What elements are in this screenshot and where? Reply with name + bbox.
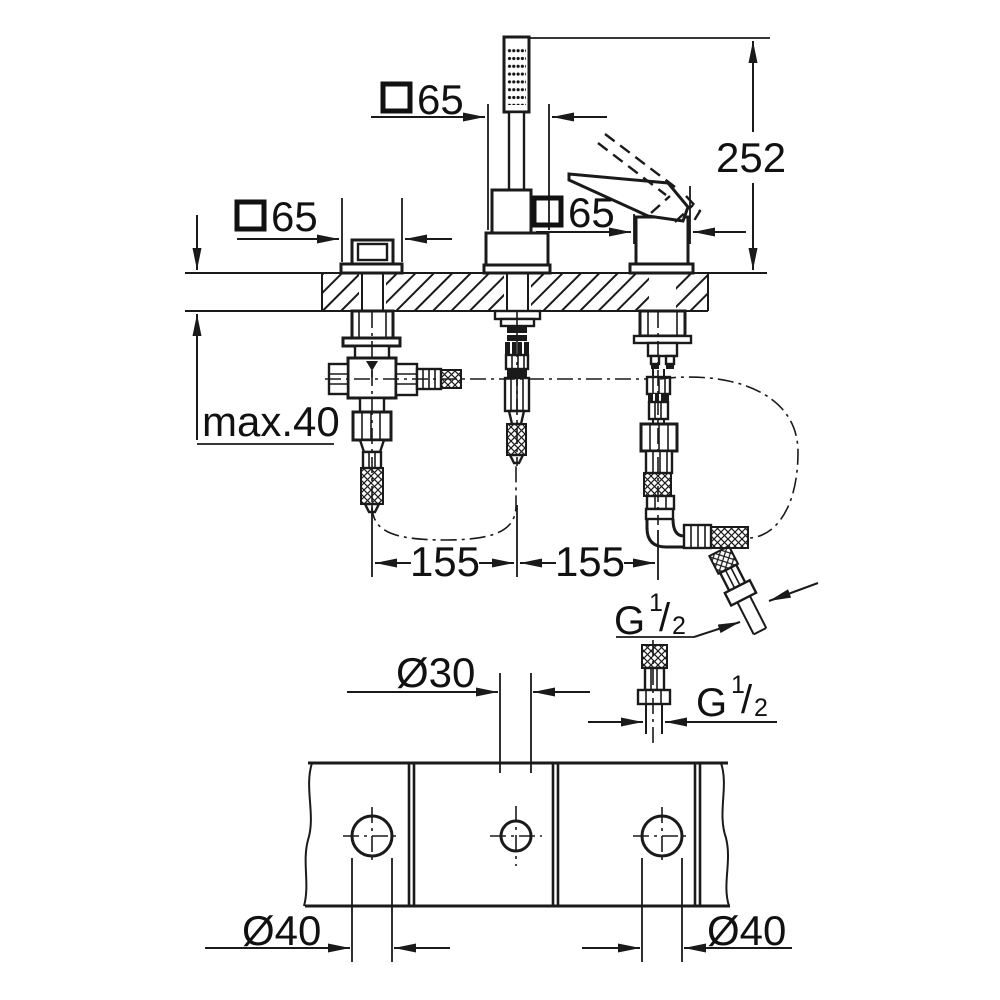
dim-dia40-left-label: Ø40 — [242, 907, 321, 954]
flex-hose-vertical — [636, 644, 672, 734]
dim-155-left-label: 155 — [410, 538, 480, 585]
plan-view-deck — [303, 761, 730, 908]
dim-square65-center-label: 65 — [417, 76, 464, 123]
hand-shower — [482, 35, 552, 465]
dim-dia40-right: Ø40 — [582, 858, 792, 962]
dim-square65-right: 65 — [531, 186, 746, 244]
dim-square65-center: 65 — [371, 76, 607, 230]
dim-max40: max.40 — [192, 215, 340, 445]
dim-dia30: Ø30 — [347, 649, 590, 773]
lever-mixer — [567, 133, 768, 734]
dim-g-half-vertical: G 1 / 2 — [588, 671, 777, 727]
flex-hose-diagonal — [707, 544, 768, 636]
dim-square65-right-label: 65 — [568, 189, 615, 236]
deck-section — [185, 272, 767, 312]
g-half-vertical-num: 1 — [731, 671, 745, 699]
dim-square65-left-label: 65 — [271, 193, 318, 240]
dim-height-252-label: 252 — [716, 134, 786, 181]
dim-height-252: 252 — [529, 37, 786, 270]
spray-face-dots — [507, 45, 526, 105]
dim-g-half-diagonal: G 1 / 2 — [614, 582, 819, 643]
g-half-vertical-den: 2 — [754, 694, 768, 722]
dim-square65-left: 65 — [234, 193, 452, 262]
dim-spacing-155: 155 155 — [371, 505, 659, 585]
dim-max40-label: max.40 — [202, 398, 340, 445]
g-half-diagonal-g: G — [614, 599, 645, 643]
centerlines — [325, 312, 799, 744]
dim-dia30-label: Ø30 — [396, 649, 475, 696]
g-half-diagonal-den: 2 — [672, 612, 686, 640]
dim-155-right-label: 155 — [555, 538, 625, 585]
g-half-vertical-slash: / — [741, 678, 753, 722]
g-half-diagonal-slash: / — [659, 596, 671, 640]
g-half-vertical-g: G — [696, 681, 727, 725]
dim-dia40-right-label: Ø40 — [707, 907, 786, 954]
g-half-diagonal-num: 1 — [649, 589, 663, 617]
dim-dia40-left: Ø40 — [205, 858, 450, 962]
